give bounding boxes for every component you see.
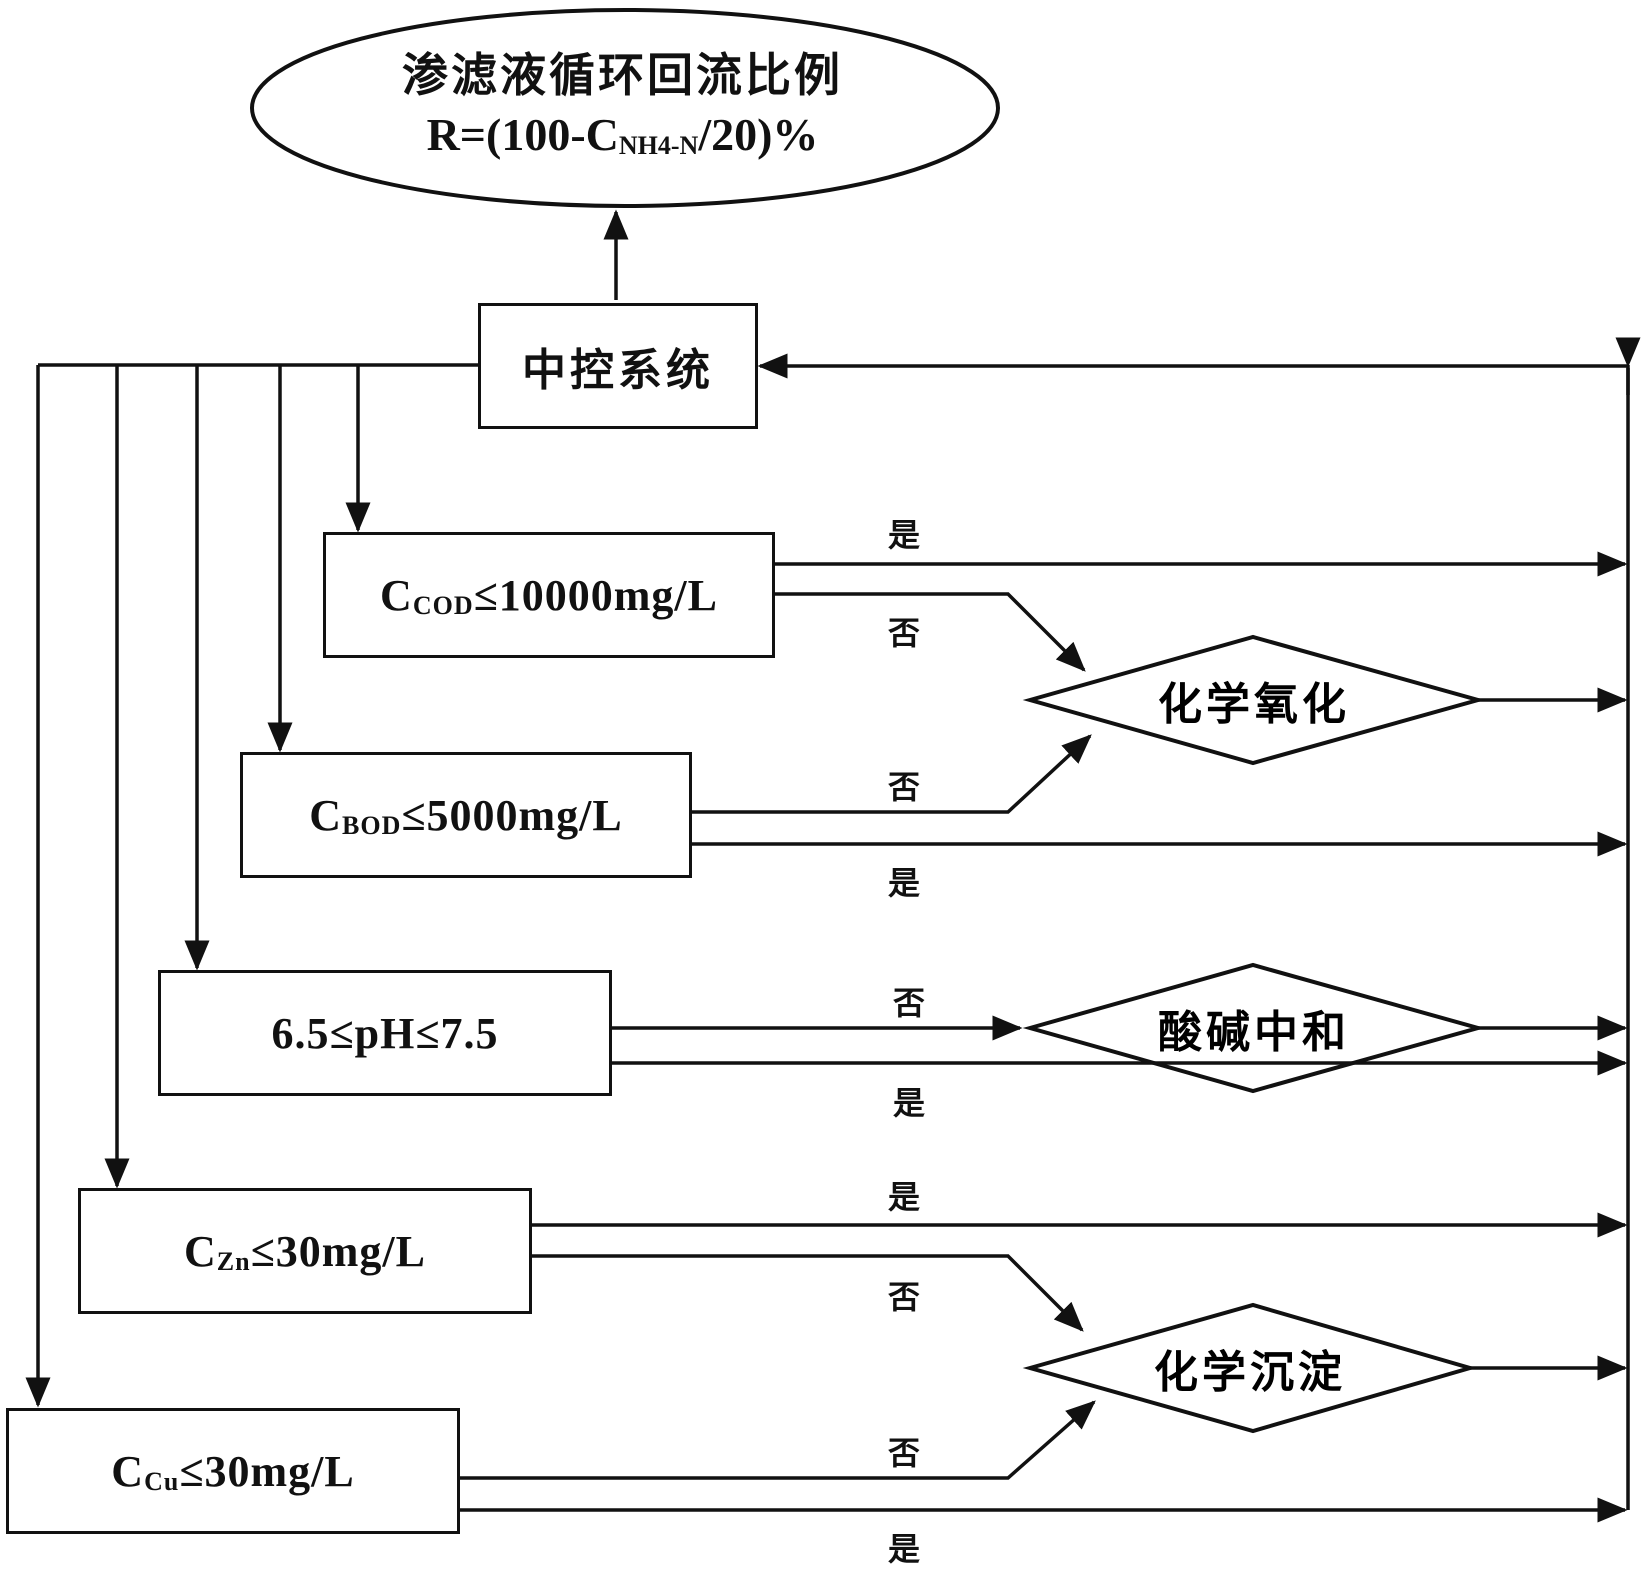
- cu-condition-box: CCu≤30mg/L: [6, 1408, 460, 1534]
- acid-base-neutralization-label: 酸碱中和: [1158, 1007, 1350, 1058]
- ph-yes-label: 是: [893, 1084, 926, 1122]
- recirculation-ratio-text: 渗滤液循环回流比例 R=(100-CNH4-N/20)%: [250, 45, 995, 176]
- bod-no-label: 否: [888, 768, 921, 806]
- cod-no-label: 否: [888, 614, 921, 652]
- bod-no-line: [692, 734, 1092, 814]
- recirculation-ratio-ellipse: [250, 8, 1000, 208]
- zn-yes-label: 是: [888, 1178, 921, 1216]
- bod-condition-box: CBOD≤5000mg/L: [240, 752, 692, 878]
- chemical-oxidation-label: 化学氧化: [1158, 679, 1350, 730]
- acid-base-neutralization-diamond: [1022, 962, 1486, 1094]
- central-control-box: 中控系统: [478, 303, 758, 429]
- chemical-precipitation-node: 化学沉淀: [1030, 1338, 1470, 1398]
- ph-condition-text: 6.5≤pH≤7.5: [271, 1008, 499, 1058]
- central-control-label: 中控系统: [522, 345, 714, 396]
- cod-no-line: [775, 592, 1086, 672]
- bod-condition-text: CBOD≤5000mg/L: [309, 790, 623, 840]
- zn-condition-box: CZn≤30mg/L: [78, 1188, 532, 1314]
- chemical-oxidation-node: 化学氧化: [1030, 670, 1478, 730]
- chemical-oxidation-diamond: [1022, 634, 1486, 766]
- cu-condition-text: CCu≤30mg/L: [111, 1446, 355, 1496]
- acid-base-neutralization-node: 酸碱中和: [1030, 998, 1478, 1058]
- cod-yes-label: 是: [888, 516, 921, 554]
- recirculation-ratio-title: 渗滤液循环回流比例: [402, 48, 843, 102]
- cu-no-label: 否: [888, 1434, 921, 1472]
- bod-yes-label: 是: [888, 864, 921, 902]
- cu-yes-label: 是: [888, 1530, 921, 1568]
- cod-condition-box: CCOD≤10000mg/L: [323, 532, 775, 658]
- chemical-precipitation-label: 化学沉淀: [1154, 1347, 1346, 1398]
- zn-condition-text: CZn≤30mg/L: [184, 1226, 426, 1276]
- cu-no-line: [460, 1400, 1096, 1480]
- cod-condition-text: CCOD≤10000mg/L: [380, 570, 718, 620]
- zn-no-label: 否: [888, 1278, 921, 1316]
- ph-condition-box: 6.5≤pH≤7.5: [158, 970, 612, 1096]
- recirculation-ratio-formula: R=(100-CNH4-N/20)%: [426, 109, 819, 160]
- chemical-precipitation-diamond: [1022, 1302, 1478, 1434]
- zn-no-line: [532, 1254, 1084, 1332]
- ph-no-label: 否: [893, 984, 926, 1022]
